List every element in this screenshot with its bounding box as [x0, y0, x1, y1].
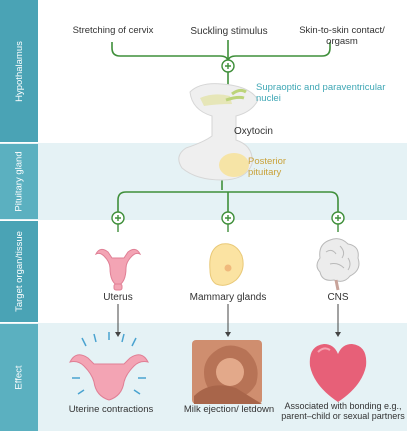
effect-milk-ejection: Milk ejection/ letdown: [182, 404, 276, 415]
organ-arrows: [118, 224, 338, 232]
plus-icon: [112, 212, 124, 224]
plus-icon: [332, 212, 344, 224]
target-cns: CNS: [308, 292, 368, 303]
oxytocin-label: Oxytocin: [234, 126, 273, 137]
stimulus-cervix: Stretching of cervix: [66, 25, 160, 36]
brain-icon: [317, 239, 359, 290]
contracting-uterus-icon: [70, 332, 148, 400]
target-uterus: Uterus: [88, 292, 148, 303]
effect-uterine-contractions: Uterine contractions: [54, 404, 168, 415]
plus-icon: [222, 60, 234, 72]
breast-icon: [210, 244, 243, 286]
breastfeeding-icon: [192, 340, 262, 404]
nuclei-label: Supraoptic and paraventricular nuclei: [256, 82, 406, 104]
stimulus-skin-contact: Skin-to-skin contact/ orgasm: [284, 25, 400, 47]
effect-arrows: [118, 304, 338, 334]
plus-icon: [222, 212, 234, 224]
uterus-icon: [96, 249, 140, 290]
effect-arrow-heads: [115, 332, 341, 337]
heart-icon: [310, 344, 366, 402]
stimulus-suckling: Suckling stimulus: [176, 26, 282, 37]
effect-bonding: Associated with bonding e.g., parent–chi…: [280, 402, 406, 421]
target-mammary-glands: Mammary glands: [178, 292, 278, 303]
posterior-pituitary-label: Posterior pituitary: [248, 156, 318, 178]
